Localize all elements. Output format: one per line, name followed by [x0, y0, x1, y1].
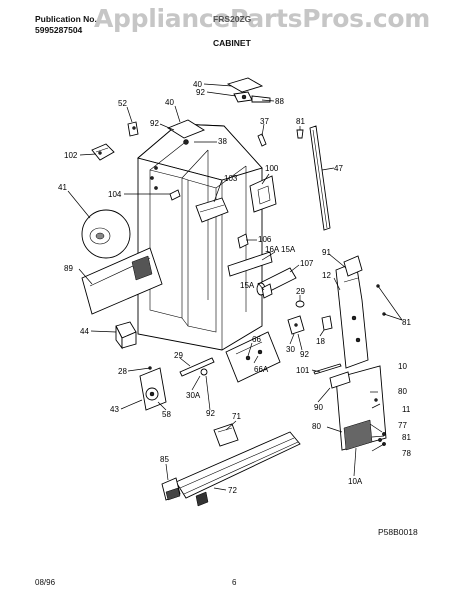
callout-72: 72: [228, 486, 237, 495]
part-47-strip: [296, 125, 331, 231]
part-71-block: [213, 423, 239, 447]
part-29-washer: [295, 300, 305, 308]
callout-18: 18: [316, 337, 325, 346]
part-16a-plate: [227, 251, 273, 277]
part-41-disc: [81, 209, 131, 259]
part-106: [237, 233, 249, 249]
callout-77: 77: [398, 421, 407, 430]
part-52-bracket: [127, 121, 139, 137]
part-12-frame: [335, 255, 369, 369]
page-number: 6: [232, 578, 237, 587]
part-10-panel: [335, 365, 387, 451]
callout-81: 81: [402, 433, 411, 442]
part-37: [257, 133, 267, 147]
callout-80: 80: [398, 387, 407, 396]
part-hinge-top-left: [167, 119, 205, 145]
callout-100: 100: [265, 164, 279, 173]
callout-89: 89: [64, 264, 73, 273]
part-44-block: [115, 321, 137, 350]
drawing-id: P58B0018: [378, 527, 418, 537]
callout-107: 107: [300, 259, 314, 268]
callout-71: 71: [232, 412, 241, 421]
part-85-clip: [161, 477, 181, 501]
part-100-bracket: [249, 175, 277, 213]
section-title: CABINET: [213, 38, 251, 48]
cabinet-shell: [137, 123, 263, 351]
publication-label: Publication No.: [35, 14, 97, 24]
callout-81: 81: [402, 318, 411, 327]
part-58-roller-bracket: [139, 367, 167, 411]
callout-80: 80: [312, 422, 321, 431]
callout-28: 28: [118, 367, 127, 376]
callout-29: 29: [174, 351, 183, 360]
callout-92: 92: [196, 88, 205, 97]
callout-40: 40: [193, 80, 202, 89]
leader-lines: [67, 83, 403, 491]
callout-81: 81: [296, 117, 305, 126]
callout-78: 78: [402, 449, 411, 458]
part-30-bracket: [287, 315, 305, 335]
callout-91: 91: [322, 248, 331, 257]
callout-92: 92: [206, 409, 215, 418]
callout-88: 88: [275, 97, 284, 106]
callout-labels: 40 92 88 52 40 92 38 37 81 102 100 47 10…: [58, 80, 411, 495]
part-103-cover: [195, 197, 229, 223]
publication-number: 5995287504: [35, 25, 83, 35]
part-89-panel: [81, 247, 163, 315]
callout-37: 37: [260, 117, 269, 126]
part-104: [169, 189, 181, 201]
callout-41: 41: [58, 183, 67, 192]
part-hinge-top-right: [226, 77, 271, 103]
callout-30a: 30A: [186, 391, 201, 400]
part-30a-washer: [200, 368, 208, 376]
part-102-bracket: [91, 143, 115, 161]
part-72-grille: [175, 431, 301, 507]
callout-66: 66: [252, 335, 261, 344]
part-66-hinge: [225, 331, 281, 383]
callout-47: 47: [334, 164, 343, 173]
callout-90: 90: [314, 403, 323, 412]
part-101-rod: [313, 363, 342, 375]
callout-101: 101: [296, 366, 310, 375]
callout-30: 30: [286, 345, 295, 354]
callout-10: 10: [398, 362, 407, 371]
callout-66a: 66A: [254, 365, 269, 374]
callout-40: 40: [165, 98, 174, 107]
callout-92: 92: [150, 119, 159, 128]
callout-102: 102: [64, 151, 78, 160]
part-18: [321, 315, 333, 331]
part-15a: [261, 283, 273, 299]
callout-106: 106: [258, 235, 272, 244]
callout-58: 58: [162, 410, 171, 419]
callout-10a: 10A: [348, 477, 363, 486]
callout-44: 44: [80, 327, 89, 336]
callout-11: 11: [402, 405, 411, 414]
callout-38: 38: [218, 137, 227, 146]
callout-29: 29: [296, 287, 305, 296]
part-90: [329, 371, 351, 389]
callout-104: 104: [108, 190, 122, 199]
part-29-arm: [179, 357, 215, 377]
callout-16a-15a: 16A 15A: [265, 245, 296, 254]
callout-52: 52: [118, 99, 127, 108]
callout-85: 85: [160, 455, 169, 464]
model-number: FRS20ZG: [213, 14, 252, 24]
watermark: AppliancePartsPros.com: [94, 4, 431, 33]
footer-date: 08/96: [35, 578, 56, 587]
callout-15a: 15A: [240, 281, 255, 290]
callout-12: 12: [322, 271, 331, 280]
callout-103: 103: [224, 174, 238, 183]
callout-43: 43: [110, 405, 119, 414]
callout-92: 92: [300, 350, 309, 359]
